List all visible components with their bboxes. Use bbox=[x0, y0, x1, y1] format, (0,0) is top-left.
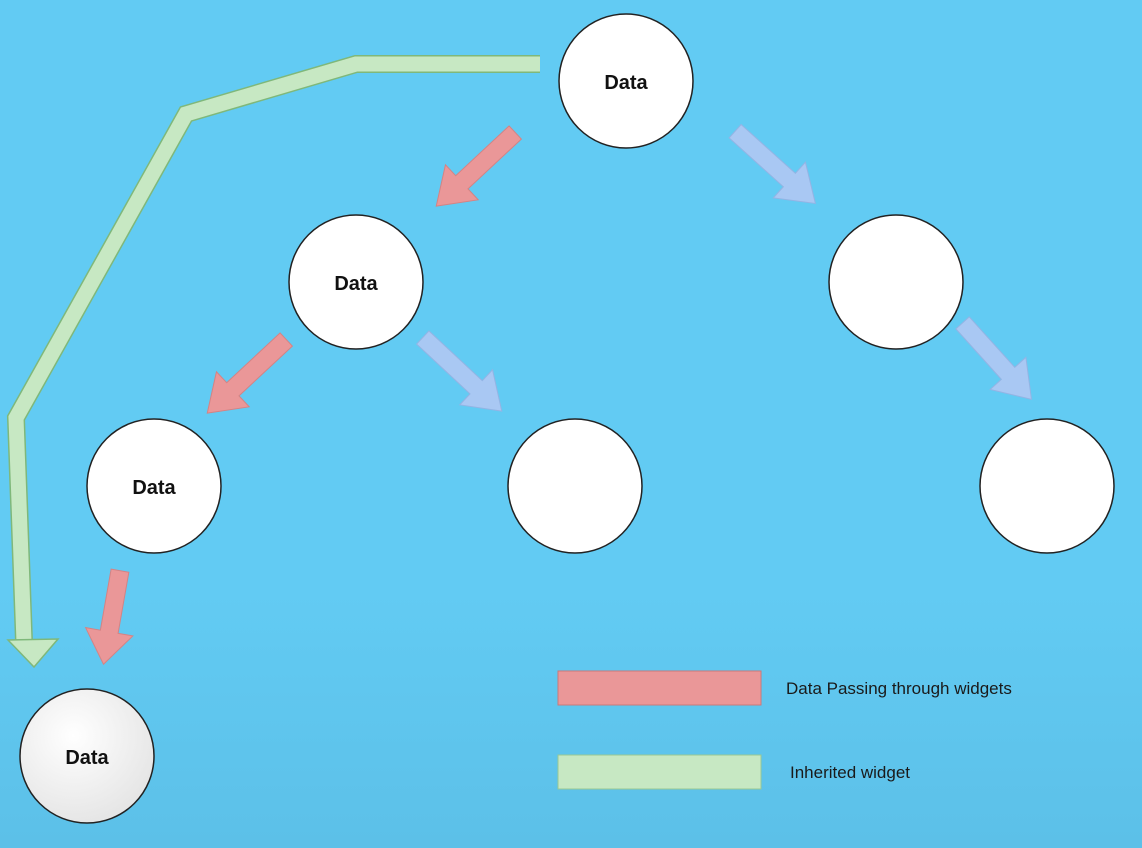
red-arrow-low-left-to-bottom bbox=[84, 568, 134, 666]
legend-red-swatch bbox=[557, 670, 762, 706]
node-low-right bbox=[979, 418, 1115, 554]
node-bottom: Data bbox=[19, 688, 155, 824]
node-low-left-label: Data bbox=[132, 477, 176, 499]
legend-green-label: Inherited widget bbox=[790, 763, 910, 782]
node-low-mid bbox=[507, 418, 643, 554]
node-mid-right bbox=[828, 214, 964, 350]
node-root-label: Data bbox=[604, 72, 648, 94]
node-mid-left-label: Data bbox=[334, 273, 378, 295]
inherited-widget-path bbox=[6, 55, 540, 669]
blue-arrow-root-to-mid-right bbox=[728, 123, 817, 205]
node-mid-left: Data bbox=[288, 214, 424, 350]
node-bottom-label: Data bbox=[65, 747, 109, 769]
red-arrow-root-to-mid-left bbox=[435, 125, 523, 207]
node-root: Data bbox=[558, 13, 694, 149]
blue-arrow-mid-left-to-low-mid bbox=[415, 330, 503, 412]
legend-green-swatch bbox=[557, 754, 762, 790]
node-low-left: Data bbox=[86, 418, 222, 554]
blue-arrow-mid-right-to-low-right bbox=[955, 316, 1033, 401]
legend: Data Passing through widgets Inherited w… bbox=[557, 670, 1012, 790]
legend-red-label: Data Passing through widgets bbox=[786, 679, 1012, 698]
red-arrow-mid-left-to-low-left bbox=[206, 332, 294, 414]
